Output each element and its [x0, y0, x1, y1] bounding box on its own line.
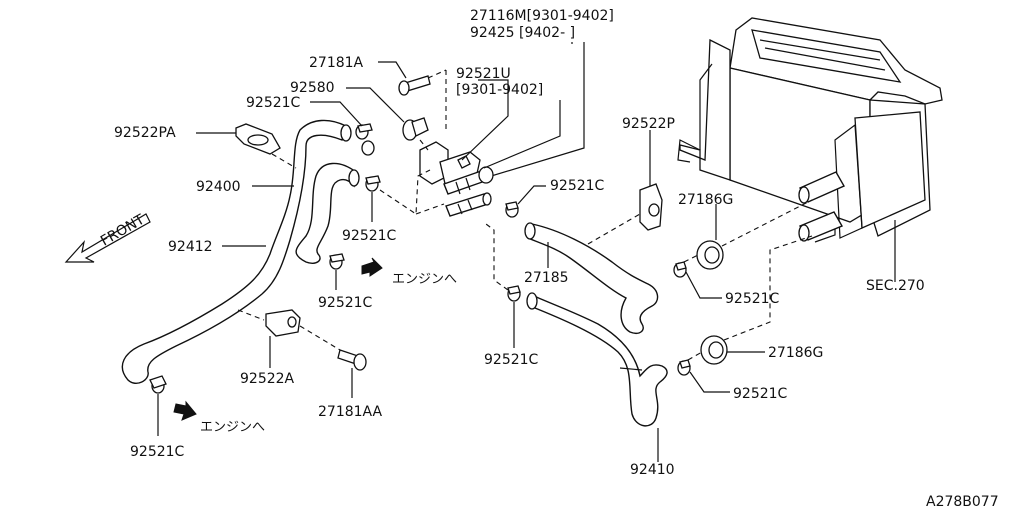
bolt-27181a [398, 75, 431, 96]
header-line-2: 92425 [9402- ] [470, 25, 575, 41]
label-27186g-top: 27186G [678, 192, 733, 208]
engine-arrow-upper-icon [361, 257, 383, 277]
clamp-mid [365, 175, 381, 192]
sec270-label: SEC.270 [866, 278, 925, 294]
front-label: FRONT [98, 211, 148, 249]
label-92521c-right2: 92521C [733, 386, 788, 402]
bracket-92522p [639, 183, 663, 231]
label-92522p: 92522P [622, 116, 675, 132]
front-arrow-icon [64, 213, 151, 263]
unit-pipe-upper [798, 171, 845, 204]
clamp-right-1 [673, 261, 687, 278]
clamp-center [507, 285, 521, 302]
leader-header-1 [477, 42, 585, 181]
label-92521c-lower: 92521C [318, 295, 373, 311]
hose-92410 [529, 295, 668, 427]
bracket-92522a [265, 309, 301, 337]
figure-id: A278B077 [926, 494, 999, 510]
label-27186g-bottom: 27186G [768, 345, 823, 361]
label-92412: 92412 [168, 239, 213, 255]
label-92410: 92410 [630, 462, 675, 478]
label-92521c-center: 92521C [484, 352, 539, 368]
part-92580 [402, 117, 429, 141]
label-92522pa: 92522PA [114, 125, 176, 141]
bolt-27181aa [337, 349, 367, 371]
grommet-27186g-bottom [700, 335, 728, 365]
label-92580: 92580 [290, 80, 335, 96]
heater-unit [677, 17, 943, 243]
label-92521c-bottom: 92521C [130, 444, 185, 460]
hose-27185 [527, 223, 659, 334]
grommet-27186g-top [696, 240, 724, 270]
engine-arrow-lower-icon [173, 400, 197, 421]
label-92521c-right1: 92521C [725, 291, 780, 307]
clip-92522pa [235, 123, 281, 155]
label-27185: 27185 [524, 270, 569, 286]
label-92521u-range: [9301-9402] [456, 82, 543, 98]
label-92400: 92400 [196, 179, 241, 195]
clamp-valve-right [505, 201, 519, 218]
label-27181a: 27181A [309, 55, 364, 71]
hose-92400 [121, 119, 347, 384]
engine-label-upper: エンジンへ [392, 272, 457, 287]
label-92521c-right-valve: 92521C [550, 178, 605, 194]
label-92522a: 92522A [240, 371, 295, 387]
label-92521c-top: 92521C [246, 95, 301, 111]
clamp-top-left [355, 123, 375, 156]
water-valve-27116m [419, 141, 494, 217]
label-27181aa: 27181AA [318, 404, 383, 420]
unit-pipe-lower [798, 211, 844, 242]
clamp-bottom-left [149, 375, 167, 394]
header-line-1: 27116M[9301-9402] [470, 8, 614, 24]
label-92521u: 92521U [456, 66, 511, 82]
hose-92412 [295, 162, 357, 264]
engine-label-lower: エンジンへ [200, 420, 265, 435]
label-92521c-mid: 92521C [342, 228, 397, 244]
clamp-lower [329, 253, 345, 270]
clamp-right-2 [677, 359, 691, 376]
